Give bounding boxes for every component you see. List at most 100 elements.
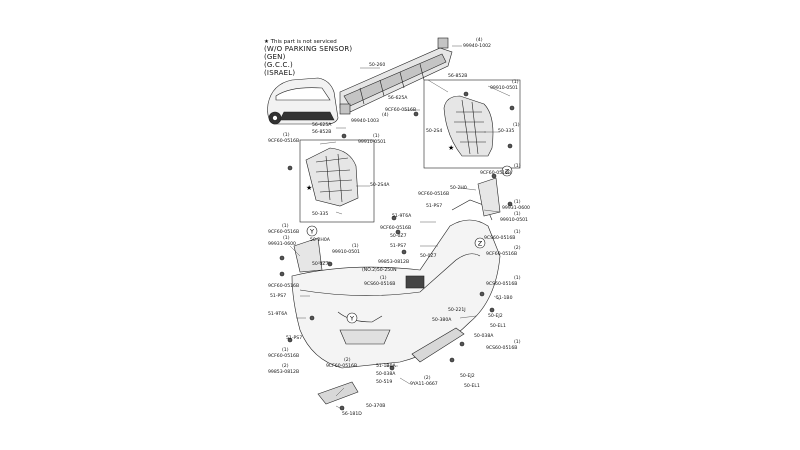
callout: 51-PS7	[426, 204, 443, 209]
marker-z-bottom: Z	[478, 240, 483, 248]
condition-gcc: (G.C.C.)	[264, 61, 293, 69]
callout: 9CF60-0516B	[486, 252, 518, 257]
condition-israel: (ISRAEL)	[264, 69, 296, 77]
reference-markers: Z Z Y Y ★ ★	[306, 144, 513, 324]
callout: (1)	[514, 276, 521, 281]
callout: (1)	[514, 200, 521, 205]
right-bracket-box	[423, 79, 521, 169]
callout: 99931-0600	[502, 206, 530, 211]
callout: 9CF60-0516B	[418, 192, 450, 197]
callout: 51-1B0	[496, 296, 513, 301]
callout: 51-PS7	[286, 336, 303, 341]
callout: 50-EJ2	[460, 374, 475, 379]
callout: (1)	[373, 134, 380, 139]
callout: 50-2H0A	[310, 238, 330, 243]
callout: 9CF60-0516B	[380, 226, 412, 231]
bumper-reinforcement	[339, 37, 453, 115]
callout: 9CF60-0516B	[480, 171, 512, 176]
callout: 9CS60-0516B	[486, 282, 518, 287]
left-side-bracket	[305, 147, 359, 207]
callout: 99910-0501	[490, 86, 518, 91]
not-serviced-note: ★ This part is not serviced	[264, 39, 337, 45]
callout: 99931-0600	[268, 242, 296, 247]
callout: 50-221J	[448, 308, 466, 313]
callout: (2)	[514, 246, 521, 251]
callout: 99910-0501	[332, 250, 360, 255]
callout: 50-038A	[376, 372, 396, 377]
callout: (1)	[283, 133, 290, 138]
callout: (4)	[382, 113, 389, 118]
star-mark-right: ★	[448, 144, 454, 152]
callout: 9CS60-0516B	[364, 282, 396, 287]
callout: 50-EL1	[464, 384, 480, 389]
callout: 56-181D	[342, 412, 362, 417]
callout: 50-EL1	[490, 324, 506, 329]
callout: 9CF60-0516B	[385, 108, 417, 113]
callout: 56-852B	[448, 74, 468, 79]
callout: 50-519	[376, 380, 393, 385]
callout: 51-9T6A	[392, 214, 412, 219]
callout: 50-335	[312, 212, 329, 217]
marker-z-top: Z	[505, 168, 510, 176]
callout: 50-2S4A	[370, 183, 390, 188]
left-bracket-2h0a	[293, 237, 323, 273]
callout: (1)	[282, 348, 289, 353]
callout: (1)	[283, 236, 290, 241]
callout: (4)	[476, 38, 483, 43]
callout: 51-PS7	[270, 294, 287, 299]
callout: 99910-0501	[358, 140, 386, 145]
callout: 50-0Z7	[420, 254, 437, 259]
callout: 50-370B	[366, 404, 386, 409]
callout: 50-335	[498, 129, 515, 134]
fasteners	[279, 91, 515, 411]
leader-lines	[289, 45, 511, 411]
callout: 99853-0812B	[378, 260, 410, 265]
callout: 9CF60-0516B	[268, 284, 300, 289]
right-bracket-2h0	[477, 177, 501, 217]
callout: (1)	[514, 230, 521, 235]
callout: (1)	[512, 80, 519, 85]
lower-garnish	[317, 381, 359, 405]
callout: 50-0Z7	[390, 234, 407, 239]
callout: 9CF60-0516B	[268, 354, 300, 359]
callout: (1)	[514, 164, 521, 169]
marker-y-bottom: Y	[349, 315, 354, 323]
callout: 9CF60-0516B	[268, 139, 300, 144]
callout: (1)	[282, 224, 289, 229]
vehicle-thumbnail	[267, 77, 339, 125]
callout: 9YA11-0667	[410, 382, 438, 387]
callout: 9CF60-0516B	[326, 364, 358, 369]
callout: 99940-1002	[463, 44, 491, 49]
rear-bumper-cover	[291, 199, 501, 369]
callout: (2)	[424, 376, 431, 381]
condition-gen: (GEN)	[264, 53, 286, 61]
callout: 99853-0812B	[268, 370, 300, 375]
callout: 50-2S4	[426, 129, 443, 134]
callout: 50-260	[369, 63, 386, 68]
callout: (1)	[514, 340, 521, 345]
left-bracket-box	[299, 139, 375, 223]
callout: 9CS60-0516B	[486, 346, 518, 351]
callout: 99940-1003	[351, 119, 379, 124]
callout: 56-852B	[312, 130, 332, 135]
callout: (2)	[282, 364, 289, 369]
callout: (1)	[380, 276, 387, 281]
callout: 99910-0501	[500, 218, 528, 223]
callout: (1)	[352, 244, 359, 249]
condition-parking-sensor: (W/O PARKING SENSOR)	[264, 45, 353, 53]
callout: 56-625A	[388, 96, 408, 101]
right-side-bracket	[443, 95, 494, 157]
callout: 9CF60-0516B	[268, 230, 300, 235]
callout: 50-0Z7	[312, 262, 329, 267]
callout: 50-2H0	[450, 186, 467, 191]
callout: 56-625A	[312, 123, 332, 128]
star-mark-left: ★	[306, 184, 312, 192]
callout: 50-EJ2	[488, 314, 503, 319]
callout: 50-380A	[432, 318, 452, 323]
callout: 50-038A	[474, 334, 494, 339]
marker-y-top: Y	[309, 228, 314, 236]
callout: (NO.2)50-250N	[362, 268, 397, 273]
callout: 51-9T6A	[268, 312, 288, 317]
